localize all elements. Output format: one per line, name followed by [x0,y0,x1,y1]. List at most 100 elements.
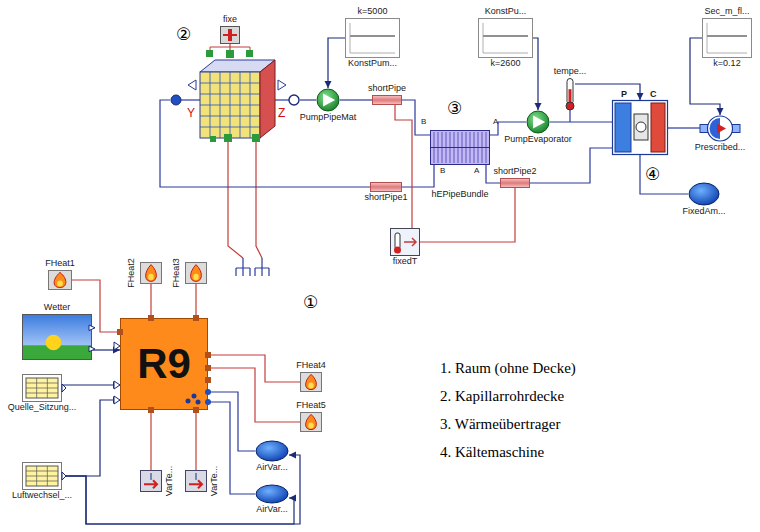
thermometer: tempe... [565,78,575,110]
connector [668,127,700,128]
heat-source: FHeat1 [48,270,72,290]
component-label: Prescribed... [695,143,746,153]
list-item: 2. Kapillarrohrdecke [440,388,564,405]
weather-icon: Wetter [22,314,92,360]
component-label: shortPipe [368,84,406,94]
capillary-ceiling-shape [170,50,300,142]
weather-icon-shape [22,314,92,360]
connector [328,38,345,88]
constant-block-shape [702,18,752,58]
list-item: 1. Raum (ohne Decke) [440,360,576,377]
ambient-source-shape [688,182,720,206]
connector [229,44,230,50]
pump-symbol-shape [316,88,340,112]
pipe-symbol-shape [370,182,402,192]
pipe-symbol: shortPipe1 [370,182,402,192]
component-label: Sec_m_fl... [704,7,749,17]
component-label: tempe... [554,67,587,77]
heat-exchanger: hEPipeBundle [430,130,490,165]
connector [208,368,300,422]
pump-symbol-shape [526,110,550,134]
component-label: KonstPu... [485,7,527,17]
connector [640,155,688,194]
callout-number: ① [303,292,318,312]
component-label: AirVar... [256,505,287,515]
heat-source: FHeat3 [185,262,207,284]
component-label: P [621,89,627,99]
component-label: Wetter [44,303,70,313]
connector [395,105,412,228]
component-label: Luftwechsel_... [12,491,72,501]
air-source-shape [255,440,289,462]
heat-exchanger-shape [430,130,490,165]
room-model: R9 [120,318,208,410]
heat-source-shape [300,412,322,432]
callout-number: ③ [447,98,462,118]
connector [533,38,538,110]
component-label: hEPipeBundle [431,190,488,200]
pin-name: A [474,166,479,175]
variable-temperature-shape [140,470,162,492]
air-source-shape [255,484,289,504]
variable-temperature-shape [185,470,207,492]
fixed-temperature-shape [390,228,420,256]
connector [575,84,640,100]
component-label: R9 [137,343,191,385]
vector-connector [236,258,269,276]
variable-temperature: VarTe... [185,470,207,492]
constant-block-shape [345,18,400,58]
component-label: shortPipe2 [493,167,536,177]
connector [195,410,196,470]
component-label: k=2600 [491,59,521,69]
connector [62,455,300,524]
pin-name: B [421,117,426,126]
component-label: k=0.12 [713,59,740,69]
component-label: k=5000 [358,7,388,17]
pump-symbol: PumpPipeMat [316,88,340,112]
component-label: C [650,89,657,99]
component-label: FixedAm... [683,207,726,217]
component-label: FHeat3 [172,258,182,288]
component-label: FHeat2 [127,258,137,288]
variable-temperature: VarTe... [140,470,162,492]
component-label: PumpPipeMat [300,113,357,123]
heat-source: FHeat4 [300,372,322,392]
component-label: FHeat5 [296,401,326,411]
heat-source: FHeat2 [140,262,162,284]
callout-number: ② [176,24,191,44]
pipe-symbol-shape [500,178,530,188]
connector [420,188,515,242]
heat-wire [228,142,262,258]
component-label: VarTe... [210,466,220,496]
capillary-ceiling: YZ [170,50,300,142]
pipe-symbol: shortPipe2 [500,178,530,188]
connector [92,349,120,350]
chiller-box-shape [612,100,668,155]
component-label: Quelle_Sitzung... [8,403,77,413]
thermometer-shape [565,78,575,110]
component-label: FHeat4 [296,361,326,371]
heat-source-shape [300,372,322,392]
constant-block: k=5000KonstPum... [345,18,400,58]
ambient-source: FixedAm... [688,182,720,206]
connector [62,384,120,385]
chiller-box: PC [612,100,668,155]
connector [402,100,430,135]
sensor-stub [569,110,570,122]
component-label: VarTe... [165,466,175,496]
pin-name: A [493,117,498,126]
component-label: FHeat1 [45,259,75,269]
component-label: PumpEvaporator [504,135,572,145]
table-source: Luftwechsel_... [22,462,62,490]
connector [340,99,372,100]
connector [150,410,151,470]
component-label: fixedT [393,257,418,267]
component-label: Y [187,106,195,120]
pipe-symbol-shape [372,95,402,105]
heat-source-shape [48,270,72,290]
air-source: AirVar... [255,440,289,462]
